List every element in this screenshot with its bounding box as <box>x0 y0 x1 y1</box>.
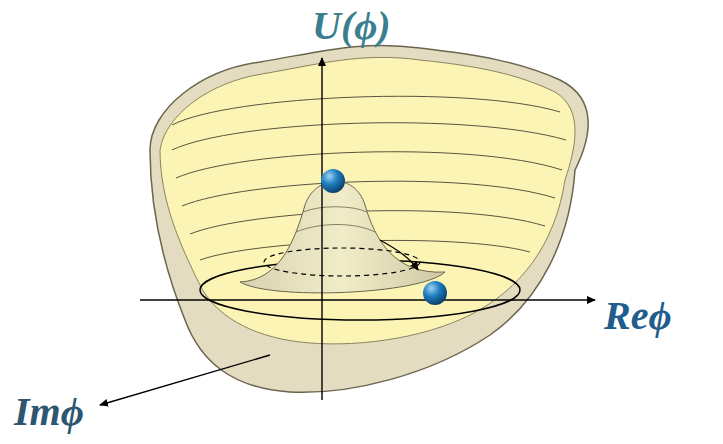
axis-label: U(ϕ) <box>312 6 391 46</box>
axis-label: Reϕ <box>604 296 672 336</box>
axis-label: Imϕ <box>14 392 84 432</box>
